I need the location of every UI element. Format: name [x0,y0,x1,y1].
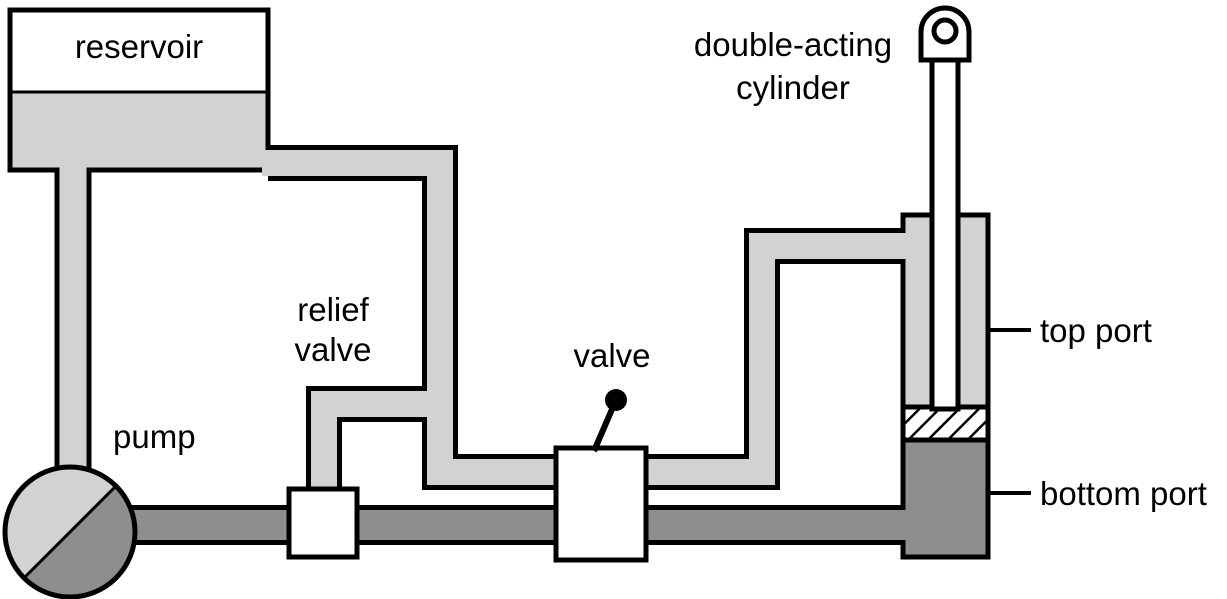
pump-label: pump [113,418,196,455]
relief-valve-label-line1: relief [297,291,369,328]
control-valve-body [553,445,649,563]
cylinder-label-line1: double-acting [694,26,892,63]
relief-valve-label-line2: valve [294,331,371,368]
top-port-label: top port [1040,312,1152,349]
relief-return-pipe [311,391,449,520]
bottom-port-label: bottom port [1040,475,1207,512]
reservoir-label: reservoir [75,28,203,65]
reservoir-fluid [12,92,266,168]
pump-outline [2,464,138,599]
piston [905,407,986,440]
piston-rod [929,49,961,412]
cylinder-label-line2: cylinder [736,69,850,106]
reservoir-outline [7,7,271,173]
rod-eye-hole [931,17,959,45]
valve-lever-knob [605,389,627,411]
relief-valve-body [286,486,360,560]
valve-lever [591,405,616,453]
valve-label: valve [573,337,650,374]
